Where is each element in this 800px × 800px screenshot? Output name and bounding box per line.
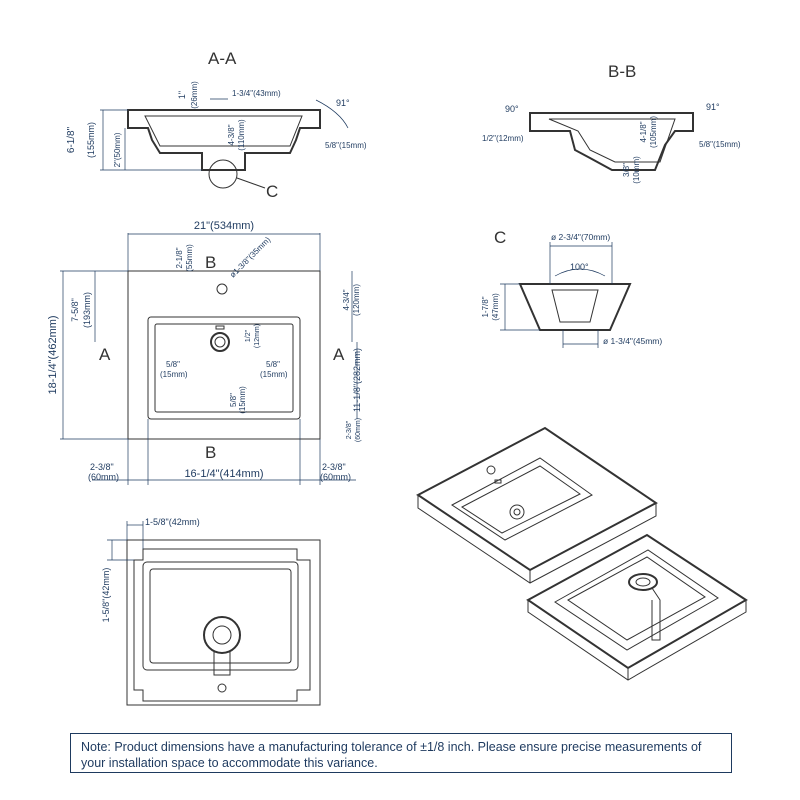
bowl-depth-label: 11-1/8"(282mm) [352,348,362,412]
section-aa-profile [127,109,321,171]
bb-lip-label: 5/8"(15mm) [699,140,741,149]
front-margin-label: 2-3/8" [346,420,353,439]
faucet-offset-label: 2-1/8" [175,247,184,268]
aa-detail-c-label: C [266,182,278,201]
bb-drain-mm-label: (10mm) [632,156,641,184]
right-top-mm-label: (120mm) [352,284,361,316]
section-aa-view: A-A 6-1/8" (155mm) 2"(50mm) 1" (26mm) 1-… [66,49,367,201]
inner-bottom-mm-label: (15mm) [238,386,247,414]
detail-c-height-label: 1-7/8" [481,296,490,317]
aa-angle-label: 91° [336,98,350,108]
side-right-mm-label: (60mm) [320,472,351,482]
detail-c-bottom-label: ø 1-3/4"(45mm) [603,336,662,346]
perspective-top-view [416,426,658,584]
perspective-bottom-view [526,533,748,681]
detail-c-height-mm-label: (47mm) [491,293,500,321]
section-a-right-marker: A [333,345,345,364]
top-depth-label: 18-1/4"(462mm) [47,315,59,394]
aa-detail-callout [208,159,238,189]
overflow-label: 1/2" [245,329,252,342]
detail-c-view: C ø 2-3/4"(70mm) 100° 1-7/8" (47mm) ø 1-… [481,228,662,348]
section-aa-title: A-A [208,49,237,68]
detail-c-profile [518,283,632,331]
underside-bowl [142,561,299,671]
bb-angle-right-label: 91° [706,102,720,112]
underside-outline [126,539,321,706]
section-bb-profile [529,112,694,171]
bowl-offset-mm-label: (193mm) [82,292,92,328]
bowl-width-label: 16-1/4"(414mm) [184,468,263,480]
bb-drain-label: 3/8" [622,163,631,177]
bb-left-label: 1/2"(12mm) [482,134,524,143]
inner-right-label: 5/8" [266,360,280,369]
aa-bowl-depth-label: 4-3/8" [227,124,236,145]
bowl-inner [154,323,294,413]
faucet-offset-mm-label: (55mm) [185,244,194,272]
top-width-label: 21"(534mm) [194,220,254,232]
section-b-top-marker: B [205,253,216,272]
bowl-outer [147,316,301,420]
faucet-hole-label: ø1-3/8"(35mm) [228,235,272,279]
tolerance-note: Note: Product dimensions have a manufact… [70,733,732,773]
section-bb-view: B-B 90° 91° 1/2"(12mm) 4-1/8" (105mm) 5/… [482,62,741,184]
inner-left-mm-label: (15mm) [160,370,188,379]
underside-horizontal-label: 1-5/8"(42mm) [145,517,200,527]
aa-offset-label: 1-3/4"(43mm) [232,89,281,98]
bb-depth-mm-label: (105mm) [649,116,658,148]
countertop-outline [127,270,321,440]
underside-inner-frame [133,548,311,702]
section-bb-title: B-B [608,62,636,81]
section-bb-inner [548,118,676,163]
aa-top-label: 1" [177,91,187,99]
right-top-label: 4-3/4" [342,289,351,310]
aa-bowl-depth-mm-label: (110mm) [237,119,246,151]
aa-lip-label: 5/8"(15mm) [325,141,367,150]
section-aa-inner [144,115,303,147]
detail-c-angle-label: 100° [570,262,589,272]
inner-left-label: 5/8" [166,360,180,369]
inner-bottom-label: 5/8" [229,393,238,407]
underside-drain [203,616,241,654]
drain [210,332,230,352]
bottom-plan-view: 1-5/8"(42mm) 1-5/8"(42mm) [101,517,321,706]
aa-height-mm-label: (155mm) [86,122,96,158]
bowl-offset-label: 7-5/8" [70,298,80,322]
overflow-mm-label: (12mm) [254,324,261,348]
top-plan-view: B B A A 21"(534mm) 18-1/4"(462mm) 2-1/8"… [47,220,362,485]
side-right-label: 2-3/8" [322,462,346,472]
aa-top-mm-label: (26mm) [190,81,199,109]
side-left-mm-label: (60mm) [88,472,119,482]
aa-inner-height-label: 2"(50mm) [113,132,122,167]
aa-height-label: 6-1/8" [66,126,77,153]
inner-right-mm-label: (15mm) [260,370,288,379]
detail-c-top-label: ø 2-3/4"(70mm) [551,232,610,242]
bb-angle-left-label: 90° [505,104,519,114]
bb-depth-label: 4-1/8" [639,121,648,142]
underside-vertical-label: 1-5/8"(42mm) [101,568,111,623]
section-b-bottom-marker: B [205,443,216,462]
front-margin-mm-label: (60mm) [355,418,362,442]
faucet-hole [216,283,228,295]
detail-c-title: C [494,228,506,247]
side-left-label: 2-3/8" [90,462,114,472]
section-a-left-marker: A [99,345,111,364]
